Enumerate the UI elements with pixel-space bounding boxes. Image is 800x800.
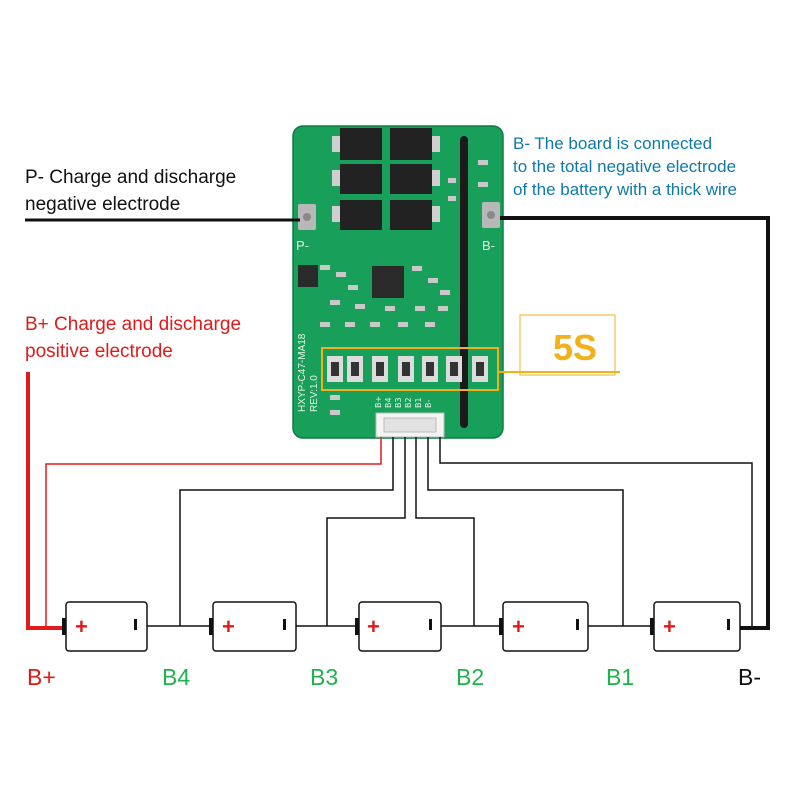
battery-plus-symbol: + [367,614,380,639]
b-plus-label-line2: positive electrode [25,341,173,362]
b-minus-wire [500,216,770,630]
board-model-text: HXYP-C47-MA18 [297,333,308,412]
pad-p-minus-label: P- [296,238,309,253]
b-minus-label-line1: B- The board is connected [513,134,712,153]
terminal-label-b3: B3 [310,664,338,690]
ic-chip [372,266,404,298]
balance-lead-b2 [415,437,475,626]
pin-label-b3: B3 [394,397,403,408]
battery-cell-3: + [355,601,442,652]
p-minus-label-line1: P- Charge and discharge [25,167,236,188]
wiring [25,216,770,630]
balance-lead-b-minus [439,437,753,626]
terminal-label-b-plus: B+ [27,664,56,690]
terminal-label-b1: B1 [606,664,634,690]
terminal-label-b4: B4 [162,664,190,690]
battery-minus-mark [576,619,579,630]
thick-wire [460,136,468,428]
battery-cell-5: + [650,601,741,652]
terminal-label-b-minus: B- [738,664,761,690]
series-label: 5S [553,327,597,368]
pad-b-minus-label: B- [482,238,495,253]
board-rev-text: REV:1.0 [309,375,320,412]
balance-lead-b-plus [45,437,382,628]
battery-minus-mark [283,619,286,630]
battery-minus-mark [134,619,137,630]
balance-resistors [321,347,499,391]
battery-plus-symbol: + [75,614,88,639]
battery-plus-symbol: + [512,614,525,639]
battery-minus-mark [727,619,730,630]
p-minus-label-line2: negative electrode [25,194,180,215]
b-minus-label-line2: to the total negative electrode [513,157,736,176]
pin-label-b-plus: B+ [374,396,383,408]
bms-board: P- B- HXY [292,125,504,439]
b-minus-label-line3: of the battery with a thick wire [513,180,737,199]
balance-connector [375,412,445,438]
pin-label-b4: B4 [384,397,393,408]
series-callout: 5S [498,314,620,376]
pin-label-b-minus: B- [424,400,433,408]
balance-lead-b3 [326,437,406,626]
connector-pin-labels: B+ B4 B3 B2 B1 B- [374,396,433,408]
pin-label-b1: B1 [414,397,423,408]
battery-plus-symbol: + [222,614,235,639]
battery-cell-2: + [209,601,297,652]
battery-minus-mark [429,619,432,630]
pin-label-b2: B2 [404,397,413,408]
balance-lead-b1 [427,437,624,626]
terminal-label-b2: B2 [456,664,484,690]
balance-lead-b4 [179,437,394,626]
battery-cell-4: + [499,601,589,652]
battery-cell-1: + [62,601,148,652]
mosfet-array [332,128,440,230]
b-plus-label-line1: B+ Charge and discharge [25,314,241,335]
b-plus-wire [26,372,62,630]
battery-plus-symbol: + [663,614,676,639]
